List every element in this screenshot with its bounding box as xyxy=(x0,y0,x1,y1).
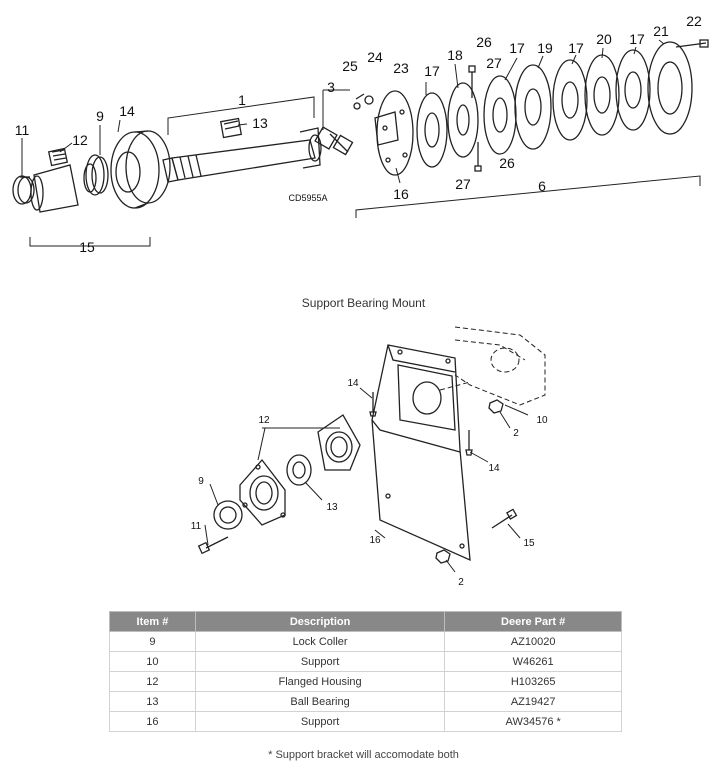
callout-17a: 17 xyxy=(424,63,440,79)
shaft-part-1 xyxy=(162,117,322,183)
figure-code: CD5955A xyxy=(288,193,327,203)
cell-description: Support xyxy=(194,711,446,732)
bottom-callout-14b: 14 xyxy=(488,463,500,474)
lock-collar-part-9 xyxy=(213,500,243,530)
support-part-10 xyxy=(439,326,546,406)
cell-part-number: AZ10020 xyxy=(444,631,622,652)
sleeve-part-12 xyxy=(30,147,79,213)
cell-part-number: W46261 xyxy=(444,651,622,672)
callout-12: 12 xyxy=(72,132,88,148)
header-part-number: Deere Part # xyxy=(444,611,622,632)
footnote: * Support bracket will accomodate both xyxy=(268,749,459,761)
table-header-row: Item # Description Deere Part # xyxy=(109,611,622,632)
parts-table: Item # Description Deere Part # 9 Lock C… xyxy=(109,611,622,732)
bottom-callout-12: 12 xyxy=(258,415,270,426)
callout-11: 11 xyxy=(15,122,30,138)
support-part-16 xyxy=(371,344,471,562)
callout-3: 3 xyxy=(327,79,335,95)
cell-description: Support xyxy=(194,651,446,672)
header-description: Description xyxy=(194,611,446,632)
u-joint-part-3 xyxy=(314,126,354,156)
callout-24: 24 xyxy=(367,49,383,65)
cell-part-number: H103265 xyxy=(444,671,622,692)
table-row: 16 Support AW34576 * xyxy=(109,711,622,732)
callout-25: 25 xyxy=(342,58,358,74)
cell-item: 12 xyxy=(109,671,196,692)
cell-description: Lock Coller xyxy=(194,631,446,652)
callout-17b: 17 xyxy=(509,40,525,56)
table-row: 12 Flanged Housing H103265 xyxy=(109,671,622,692)
support-bearing-mount-diagram: 14 12 10 2 14 9 13 11 16 15 2 xyxy=(191,326,548,588)
callout-16: 16 xyxy=(393,186,409,202)
callout-27a: 27 xyxy=(486,55,502,71)
section-title: Support Bearing Mount xyxy=(301,296,426,310)
clutch-disc-pack-6 xyxy=(416,41,693,168)
callout-14: 14 xyxy=(119,103,135,119)
bottom-callout-10: 10 xyxy=(536,415,548,426)
callout-21: 21 xyxy=(653,23,669,39)
callout-23: 23 xyxy=(393,60,409,76)
table-row: 10 Support W46261 xyxy=(109,651,622,672)
callout-13: 13 xyxy=(252,115,268,131)
callout-9: 9 xyxy=(96,108,104,124)
cell-part-number: AW34576 * xyxy=(444,711,622,732)
leader-lines-bottom xyxy=(204,387,529,573)
cell-description: Flanged Housing xyxy=(194,671,446,692)
leader-lines xyxy=(21,39,665,184)
clutch-bolts xyxy=(353,39,709,172)
nut-part-2 xyxy=(435,399,504,564)
cell-item: 9 xyxy=(109,631,196,652)
callout-6: 6 xyxy=(538,178,546,194)
callout-26a: 26 xyxy=(476,34,492,50)
callout-brackets xyxy=(29,96,701,247)
bottom-callout-2a: 2 xyxy=(513,428,519,439)
table-row: 13 Ball Bearing AZ19427 xyxy=(109,691,622,712)
yoke-flange-part-16 xyxy=(374,90,414,176)
bottom-callout-11: 11 xyxy=(191,521,202,532)
bolt-part-11 xyxy=(197,536,229,555)
cell-item: 10 xyxy=(109,651,196,672)
table-row: 9 Lock Coller AZ10020 xyxy=(109,631,622,652)
callout-19: 19 xyxy=(537,40,553,56)
bolt-part-14 xyxy=(369,392,473,456)
exploded-driveline-diagram: 11 12 9 14 1 13 3 25 24 23 17 18 26 27 1… xyxy=(12,13,709,255)
bottom-callout-9: 9 xyxy=(198,476,204,487)
callout-17c: 17 xyxy=(568,40,584,56)
flanged-housing-part-12 xyxy=(239,414,361,526)
callout-1: 1 xyxy=(238,92,246,108)
bottom-callout-13: 13 xyxy=(326,502,338,513)
callout-17d: 17 xyxy=(629,31,645,47)
bottom-callout-2b: 2 xyxy=(458,577,464,588)
ball-bearing-part-13 xyxy=(286,454,312,486)
callout-15: 15 xyxy=(79,239,95,255)
pulley-part-14 xyxy=(110,130,171,209)
header-item: Item # xyxy=(109,611,196,632)
cell-item: 13 xyxy=(109,691,196,712)
bottom-callout-15: 15 xyxy=(523,538,535,549)
bottom-callout-16: 16 xyxy=(369,535,381,546)
callout-26b: 26 xyxy=(499,155,515,171)
collar-part-9 xyxy=(83,154,109,196)
callout-27b: 27 xyxy=(455,176,471,192)
callout-18: 18 xyxy=(447,47,463,63)
callout-22: 22 xyxy=(686,13,702,29)
cell-part-number: AZ19427 xyxy=(444,691,622,712)
callout-20: 20 xyxy=(596,31,612,47)
bottom-callout-14a: 14 xyxy=(347,378,359,389)
bolt-part-15 xyxy=(491,508,518,529)
cell-item: 16 xyxy=(109,711,196,732)
cell-description: Ball Bearing xyxy=(194,691,446,712)
